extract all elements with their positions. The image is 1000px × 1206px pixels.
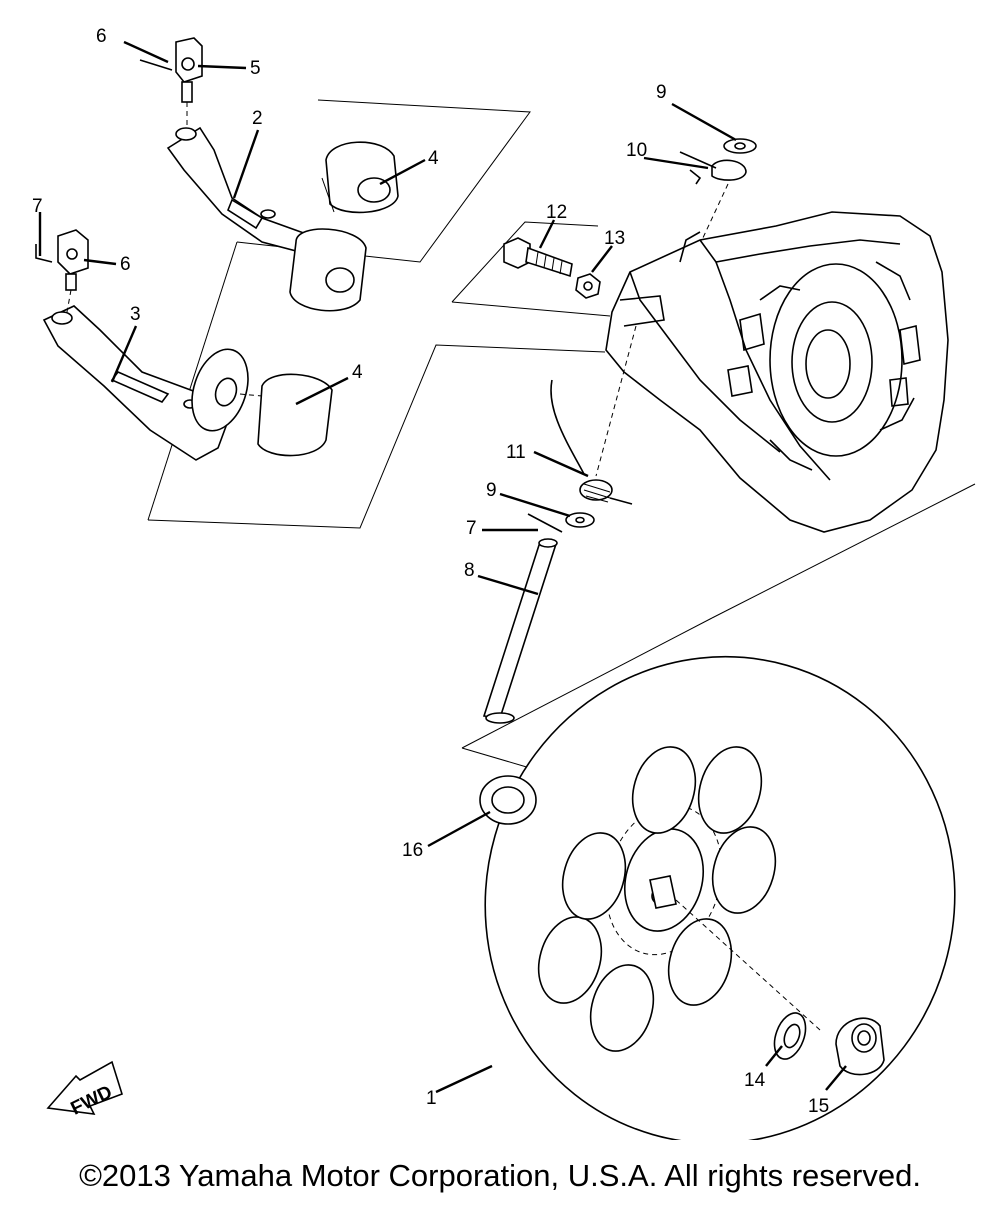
upper-arm xyxy=(166,126,367,312)
washer-disc xyxy=(479,775,537,825)
callout-1: 1 xyxy=(426,1088,437,1109)
callout-3: 3 xyxy=(130,304,141,325)
cotter-pin-upper xyxy=(139,59,173,71)
damper-upper xyxy=(321,141,399,214)
disc xyxy=(484,655,956,1140)
callout-2: 2 xyxy=(252,108,263,129)
housing xyxy=(595,211,949,533)
callout-8: 8 xyxy=(464,560,475,581)
callout-4-lower: 4 xyxy=(352,362,363,383)
spring xyxy=(550,379,633,505)
copyright-notice: ©2013 Yamaha Motor Corporation, U.S.A. A… xyxy=(79,1158,921,1193)
nut-small xyxy=(575,273,601,299)
nut-hub xyxy=(835,1017,885,1076)
callout-9-top: 9 xyxy=(656,82,667,103)
washer-top xyxy=(723,138,757,154)
callout-11: 11 xyxy=(506,442,526,463)
pin-top xyxy=(679,151,747,271)
callout-7-lower: 7 xyxy=(466,518,477,539)
callout-6: 6 xyxy=(120,254,131,275)
callout-16: 16 xyxy=(402,840,423,861)
clevis-upper xyxy=(175,37,203,128)
callout-15: 15 xyxy=(808,1096,829,1117)
housing-bracket-outline xyxy=(451,221,976,769)
parts-diagram: FWD 6 5 2 4 7 6 3 4 9 10 12 13 xyxy=(32,26,976,1140)
cotter-pin-left xyxy=(35,244,53,263)
shaft xyxy=(482,538,558,724)
callout-4-upper: 4 xyxy=(428,148,439,169)
clevis-lower xyxy=(57,229,89,313)
callout-14: 14 xyxy=(744,1070,766,1091)
leader-lines xyxy=(38,40,847,1094)
cotter-pin-lower xyxy=(527,513,563,533)
callout-labels: 6 5 2 4 7 6 3 4 9 10 12 13 11 9 7 8 16 1… xyxy=(32,26,829,1117)
callout-9-lower: 9 xyxy=(486,480,497,501)
fwd-arrow-icon: FWD xyxy=(46,1060,123,1120)
callout-5: 5 xyxy=(250,58,261,79)
bolt xyxy=(503,237,573,278)
washer-lower xyxy=(565,512,595,528)
lower-arm-group-outline xyxy=(147,344,606,529)
callout-12: 12 xyxy=(546,202,567,223)
callout-7-left: 7 xyxy=(32,196,43,217)
callout-10: 10 xyxy=(626,140,647,161)
callout-7-upper: 6 xyxy=(96,26,107,47)
callout-13: 13 xyxy=(604,228,625,249)
